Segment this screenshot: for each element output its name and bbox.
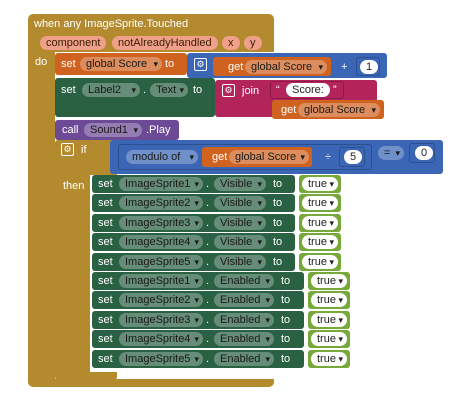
to-label: to xyxy=(273,217,283,229)
property-dropdown[interactable]: Visible xyxy=(214,255,266,269)
set-label: set xyxy=(98,333,113,345)
dot-label: . xyxy=(143,84,147,96)
call-label: call xyxy=(62,124,79,136)
equals-dropdown[interactable]: = xyxy=(378,146,404,160)
property-dropdown[interactable]: Enabled xyxy=(214,293,274,307)
component-dropdown[interactable]: ImageSprite2 xyxy=(119,293,203,307)
get-var-dropdown[interactable]: global Score xyxy=(245,60,327,74)
set-label: set xyxy=(98,236,113,248)
component-dropdown[interactable]: ImageSprite1 xyxy=(119,177,203,191)
dot-label: . xyxy=(206,197,210,209)
to-label: to xyxy=(281,314,291,326)
true-dropdown[interactable]: true xyxy=(311,293,347,307)
set-label: set xyxy=(98,178,113,190)
true-dropdown[interactable]: true xyxy=(302,255,338,269)
property-dropdown[interactable]: Enabled xyxy=(214,332,274,346)
open-quote: “ xyxy=(276,84,280,96)
component-dropdown[interactable]: ImageSprite5 xyxy=(119,352,203,366)
set-label: set xyxy=(98,256,113,268)
to-label: to xyxy=(273,236,283,248)
if-label: if xyxy=(81,144,87,156)
to-label: to xyxy=(281,294,291,306)
event-param-y[interactable]: y xyxy=(244,36,262,50)
number-value-5[interactable]: 5 xyxy=(344,150,363,164)
dot-label: . xyxy=(206,353,210,365)
number-value-0[interactable]: 0 xyxy=(415,146,434,160)
true-dropdown[interactable]: true xyxy=(302,196,338,210)
set-label: set xyxy=(98,275,113,287)
dot-label: . xyxy=(206,236,210,248)
do-label: do xyxy=(35,56,48,68)
true-dropdown[interactable]: true xyxy=(311,274,347,288)
close-quote: ” xyxy=(333,84,337,96)
dot-label: . xyxy=(206,294,210,306)
to-label: to xyxy=(281,353,291,365)
set-label: set xyxy=(98,197,113,209)
number-value-1[interactable]: 1 xyxy=(360,60,379,74)
gear-icon[interactable]: ⚙ xyxy=(222,84,235,97)
component-dropdown[interactable]: ImageSprite3 xyxy=(119,216,203,230)
component-dropdown[interactable]: ImageSprite4 xyxy=(119,332,203,346)
text-value[interactable]: Score: xyxy=(286,83,330,97)
get-label: get xyxy=(228,61,244,73)
component-dropdown[interactable]: ImageSprite1 xyxy=(119,274,203,288)
get-var-dropdown-2[interactable]: global Score xyxy=(298,103,380,117)
property-dropdown[interactable]: Visible xyxy=(214,177,266,191)
to-label: to xyxy=(273,256,283,268)
set-label: set xyxy=(98,217,113,229)
then-label: then xyxy=(63,180,85,192)
modulo-dropdown[interactable]: modulo of xyxy=(126,150,198,164)
play-method: .Play xyxy=(146,124,171,136)
get-label: get xyxy=(212,151,228,163)
dot-label: . xyxy=(206,178,210,190)
event-param-component[interactable]: component xyxy=(40,36,107,50)
plus-operator: + xyxy=(341,61,348,73)
dot-label: . xyxy=(206,256,210,268)
to-label: to xyxy=(165,58,175,70)
event-title: when any ImageSprite.Touched xyxy=(34,18,189,30)
to-label: to xyxy=(193,84,203,96)
label2-component-dropdown[interactable]: Label2 xyxy=(82,83,140,97)
event-param-x[interactable]: x xyxy=(222,36,240,50)
set-label: set xyxy=(61,84,76,96)
property-dropdown[interactable]: Visible xyxy=(214,235,266,249)
property-dropdown[interactable]: Enabled xyxy=(214,274,274,288)
component-dropdown[interactable]: ImageSprite4 xyxy=(119,235,203,249)
event-param-not-already-handled[interactable]: notAlreadyHandled xyxy=(112,36,218,50)
to-label: to xyxy=(281,275,291,287)
true-dropdown[interactable]: true xyxy=(311,352,347,366)
property-dropdown[interactable]: Visible xyxy=(214,216,266,230)
component-dropdown[interactable]: ImageSprite3 xyxy=(119,313,203,327)
get-var-dropdown-3[interactable]: global Score xyxy=(229,150,309,164)
get-label: get xyxy=(281,104,297,116)
true-dropdown[interactable]: true xyxy=(302,177,338,191)
gear-icon[interactable]: ⚙ xyxy=(61,143,74,156)
set-label: set xyxy=(98,294,113,306)
set-var-dropdown[interactable]: global Score xyxy=(80,57,162,71)
property-dropdown[interactable]: Enabled xyxy=(214,352,274,366)
set-label: set xyxy=(61,58,76,70)
dot-label: . xyxy=(206,217,210,229)
true-dropdown[interactable]: true xyxy=(302,216,338,230)
true-dropdown[interactable]: true xyxy=(311,332,347,346)
dot-label: . xyxy=(206,333,210,345)
set-label: set xyxy=(98,314,113,326)
sound1-component-dropdown[interactable]: Sound1 xyxy=(84,123,142,137)
label2-property-dropdown[interactable]: Text xyxy=(150,83,188,97)
dot-label: . xyxy=(206,314,210,326)
component-dropdown[interactable]: ImageSprite5 xyxy=(119,255,203,269)
to-label: to xyxy=(281,333,291,345)
property-dropdown[interactable]: Enabled xyxy=(214,313,274,327)
property-dropdown[interactable]: Visible xyxy=(214,196,266,210)
gear-icon[interactable]: ⚙ xyxy=(194,58,207,71)
set-label: set xyxy=(98,353,113,365)
dot-label: . xyxy=(206,275,210,287)
join-label: join xyxy=(242,85,260,97)
to-label: to xyxy=(273,178,283,190)
to-label: to xyxy=(273,197,283,209)
component-dropdown[interactable]: ImageSprite2 xyxy=(119,196,203,210)
divide-operator: ÷ xyxy=(325,151,332,163)
true-dropdown[interactable]: true xyxy=(302,235,338,249)
true-dropdown[interactable]: true xyxy=(311,313,347,327)
